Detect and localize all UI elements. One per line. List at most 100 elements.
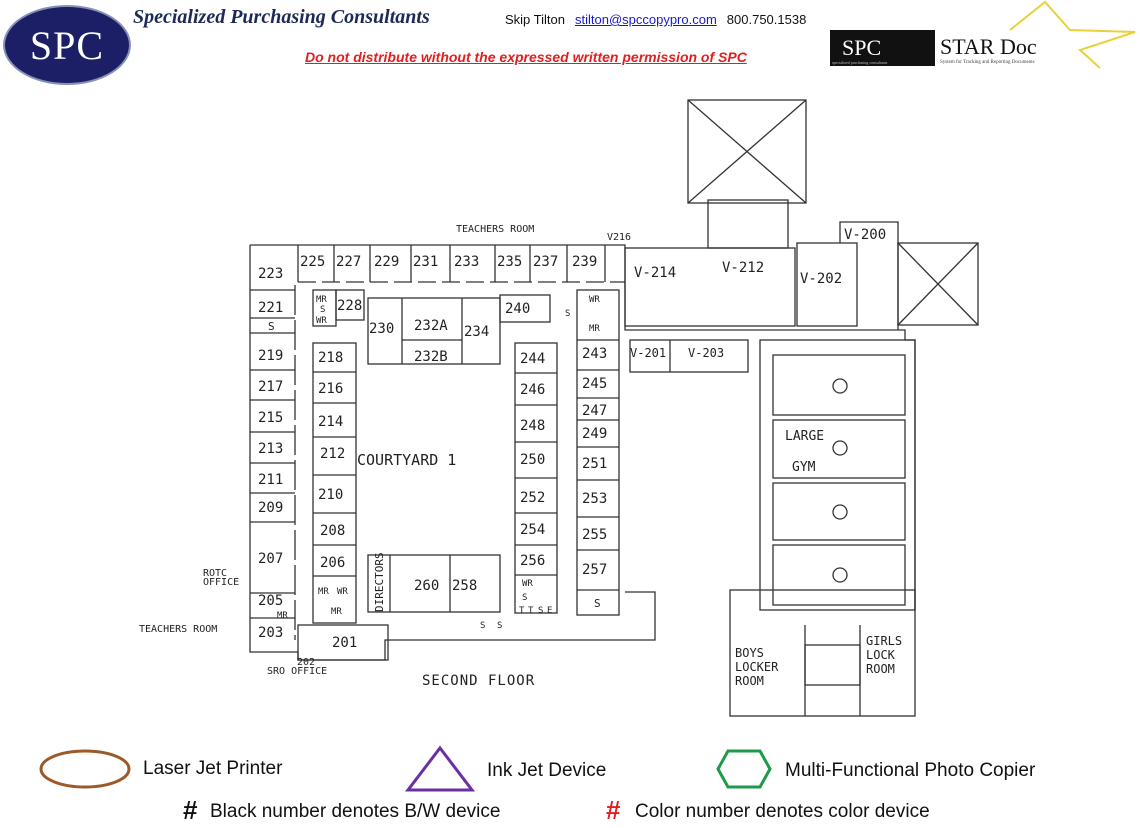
room-240: 240: [505, 301, 530, 317]
color-hash-icon: #: [606, 795, 621, 825]
room-216: 216: [318, 381, 343, 397]
plan-walls: [249, 99, 979, 717]
room-wr: WR: [337, 587, 348, 597]
mfp-hexagon-icon: [716, 749, 772, 789]
rotc-callout: OFFICE: [203, 577, 239, 588]
star-outline-icon: [1009, 0, 1136, 69]
room-201: 201: [332, 635, 357, 651]
large-gym-label: LARGE: [785, 429, 824, 444]
room-219: 219: [258, 348, 283, 364]
stardoc-sub2: System for Tracking and Reporting Docume…: [940, 60, 1035, 65]
room-233: 233: [454, 254, 479, 270]
teachers-room-callout: TEACHERS ROOM: [139, 624, 217, 635]
room-t: T: [528, 606, 534, 616]
directors-label: DIRECTORS: [373, 552, 386, 612]
contact-email-link[interactable]: stilton@spccopypro.com: [574, 12, 717, 27]
courtyard-label: COURTYARD 1: [357, 451, 456, 469]
room-212: 212: [320, 446, 345, 462]
legend-color-note: Color number denotes color device: [635, 801, 930, 822]
room-e: S: [480, 621, 485, 631]
room-206: 206: [320, 555, 345, 571]
contact-info: Skip Tilton stilton@spccopypro.com 800.7…: [505, 12, 806, 27]
room-227: 227: [336, 254, 361, 270]
sro-number: 202: [297, 657, 315, 668]
stardoc-sub1: specialized purchasing consultants: [832, 60, 888, 65]
room-v212: V-212: [722, 260, 764, 276]
room-221: 221: [258, 300, 283, 316]
distribution-warning: Do not distribute without the expressed …: [305, 49, 747, 65]
stardoc-black-box: [830, 30, 935, 66]
room-260: 260: [414, 578, 439, 594]
bw-hash-icon: #: [183, 795, 198, 825]
room-208: 208: [320, 523, 345, 539]
room-v201: V-201: [630, 346, 666, 360]
room-246: 246: [520, 382, 545, 398]
floor-title: SECOND FLOOR: [422, 673, 535, 689]
room-mr: MR: [589, 324, 600, 334]
rotc-callout: ROTC: [203, 568, 227, 579]
spc-logo: SPC: [3, 5, 131, 85]
room-t: T: [519, 606, 525, 616]
room-205: 205: [258, 593, 283, 609]
room-234: 234: [464, 324, 489, 340]
contact-name: Skip Tilton: [505, 12, 565, 27]
room-mr: WR: [522, 579, 533, 589]
room-210: 210: [318, 487, 343, 503]
room-237: 237: [533, 254, 558, 270]
room-stairs: S: [268, 320, 275, 333]
stardoc-title: STAR Doc: [940, 34, 1037, 59]
legend: [39, 745, 772, 792]
room-251: 251: [582, 456, 607, 472]
room-243: 243: [582, 346, 607, 362]
room-wr: WR: [589, 295, 600, 305]
room-214: 214: [318, 414, 343, 430]
room-wr: WR: [316, 316, 327, 326]
room-228: 228: [337, 298, 362, 314]
boys-locker-label: BOYS: [735, 646, 764, 660]
room-t: S: [538, 606, 543, 616]
v216-callout: V216: [607, 232, 631, 243]
teachers-room-callout: TEACHERS ROOM: [456, 224, 534, 235]
room-s: S: [565, 309, 570, 319]
star-doc-logo: SPC specialized purchasing consultants S…: [830, 0, 1136, 69]
room-231: 231: [413, 254, 438, 270]
company-name: Specialized Purchasing Consultants: [133, 6, 430, 28]
room-mr: MR: [318, 587, 329, 597]
sro-callout: SRO OFFICE: [267, 666, 327, 677]
room-258: 258: [452, 578, 477, 594]
room-250: 250: [520, 452, 545, 468]
legend-bw-note: Black number denotes B/W device: [210, 801, 501, 822]
laser-printer-icon: [39, 749, 131, 789]
stardoc-spc-text: SPC: [842, 35, 881, 60]
legend-laser-label: Laser Jet Printer: [143, 758, 283, 779]
room-225: 225: [300, 254, 325, 270]
room-229: 229: [374, 254, 399, 270]
room-v214: V-214: [634, 265, 676, 281]
room-253: 253: [582, 491, 607, 507]
room-209: 209: [258, 500, 283, 516]
room-s: S: [497, 621, 502, 631]
room-mr: MR: [316, 295, 327, 305]
boys-locker-label: LOCKER: [735, 660, 779, 674]
contact-phone: 800.750.1538: [726, 12, 807, 27]
room-254: 254: [520, 522, 545, 538]
room-232a: 232A: [414, 318, 448, 334]
legend-inkjet-label: Ink Jet Device: [487, 760, 607, 781]
room-s: E: [547, 606, 552, 616]
large-gym-label: GYM: [792, 460, 816, 475]
room-s: MR: [331, 607, 342, 617]
legend-mfp-label: Multi-Functional Photo Copier: [785, 760, 1036, 781]
room-217: 217: [258, 379, 283, 395]
girls-locker-label: GIRLS: [866, 634, 902, 648]
girls-locker-label: ROOM: [866, 662, 895, 676]
room-207: 207: [258, 551, 283, 567]
room-215: 215: [258, 410, 283, 426]
room-255: 255: [582, 527, 607, 543]
room-245: 245: [582, 376, 607, 392]
room-203: 203: [258, 625, 283, 641]
room-235: 235: [497, 254, 522, 270]
room-v203: V-203: [688, 346, 724, 360]
room-257: 257: [582, 562, 607, 578]
logo-text: SPC: [29, 22, 105, 68]
room-247: 247: [582, 403, 607, 419]
